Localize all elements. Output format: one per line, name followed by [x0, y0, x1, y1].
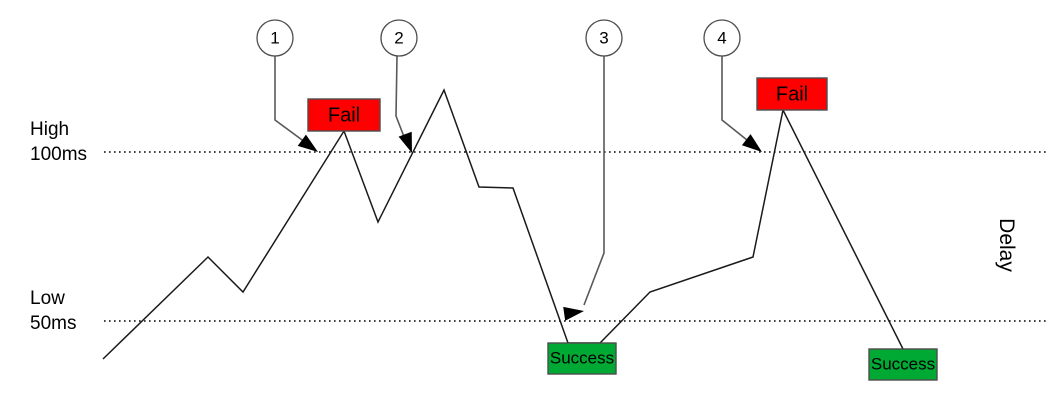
- callout-2[interactable]: 2: [380, 19, 419, 155]
- callout-1-leader: [274, 56, 314, 149]
- event-box-fail-2[interactable]: Fail: [756, 77, 828, 111]
- fail-2-rect[interactable]: [756, 77, 828, 111]
- threshold-high-label-line1: High: [30, 119, 69, 140]
- success-1-rect[interactable]: [547, 342, 617, 375]
- callout-3-leader: [583, 56, 605, 306]
- event-box-success-2[interactable]: Success: [868, 348, 938, 381]
- callout-3-arrowhead: [563, 306, 584, 321]
- delay-axis-title: Delay: [995, 218, 1018, 272]
- threshold-lines: [104, 151, 1046, 322]
- threshold-labels: High 100ms Low 50ms: [30, 119, 87, 334]
- event-box-success-1[interactable]: Success: [547, 342, 617, 375]
- callout-4-leader: [721, 56, 758, 149]
- delay-trace-line: [102, 88, 904, 360]
- fail-1-rect[interactable]: [307, 98, 381, 132]
- fail-2-label: Fail: [776, 83, 808, 105]
- callout-2-number: 2: [394, 28, 403, 47]
- callout-1[interactable]: 1: [256, 19, 322, 158]
- callout-1-arrowhead: [297, 134, 318, 152]
- success-2-rect[interactable]: [868, 348, 938, 381]
- callout-1-number: 1: [270, 28, 279, 47]
- callout-4-number: 4: [717, 28, 726, 47]
- callout-1-circle[interactable]: [256, 19, 294, 57]
- callout-3[interactable]: 3: [563, 19, 623, 321]
- threshold-low-label-line1: Low: [30, 288, 65, 309]
- fail-1-label: Fail: [328, 104, 360, 126]
- callout-4[interactable]: 4: [703, 19, 766, 158]
- threshold-low-label-line2: 50ms: [30, 313, 76, 334]
- callout-2-leader: [395, 55, 409, 148]
- callout-4-arrowhead: [741, 134, 762, 152]
- callout-2-arrowhead: [398, 131, 412, 153]
- success-1-label: Success: [550, 348, 614, 367]
- callout-4-circle[interactable]: [703, 19, 741, 57]
- callout-3-circle[interactable]: [585, 19, 623, 57]
- callout-3-number: 3: [599, 28, 608, 47]
- success-2-label: Success: [871, 354, 935, 373]
- callout-2-circle[interactable]: [380, 19, 418, 57]
- event-box-fail-1[interactable]: Fail: [307, 98, 381, 132]
- threshold-high-label-line2: 100ms: [30, 144, 87, 165]
